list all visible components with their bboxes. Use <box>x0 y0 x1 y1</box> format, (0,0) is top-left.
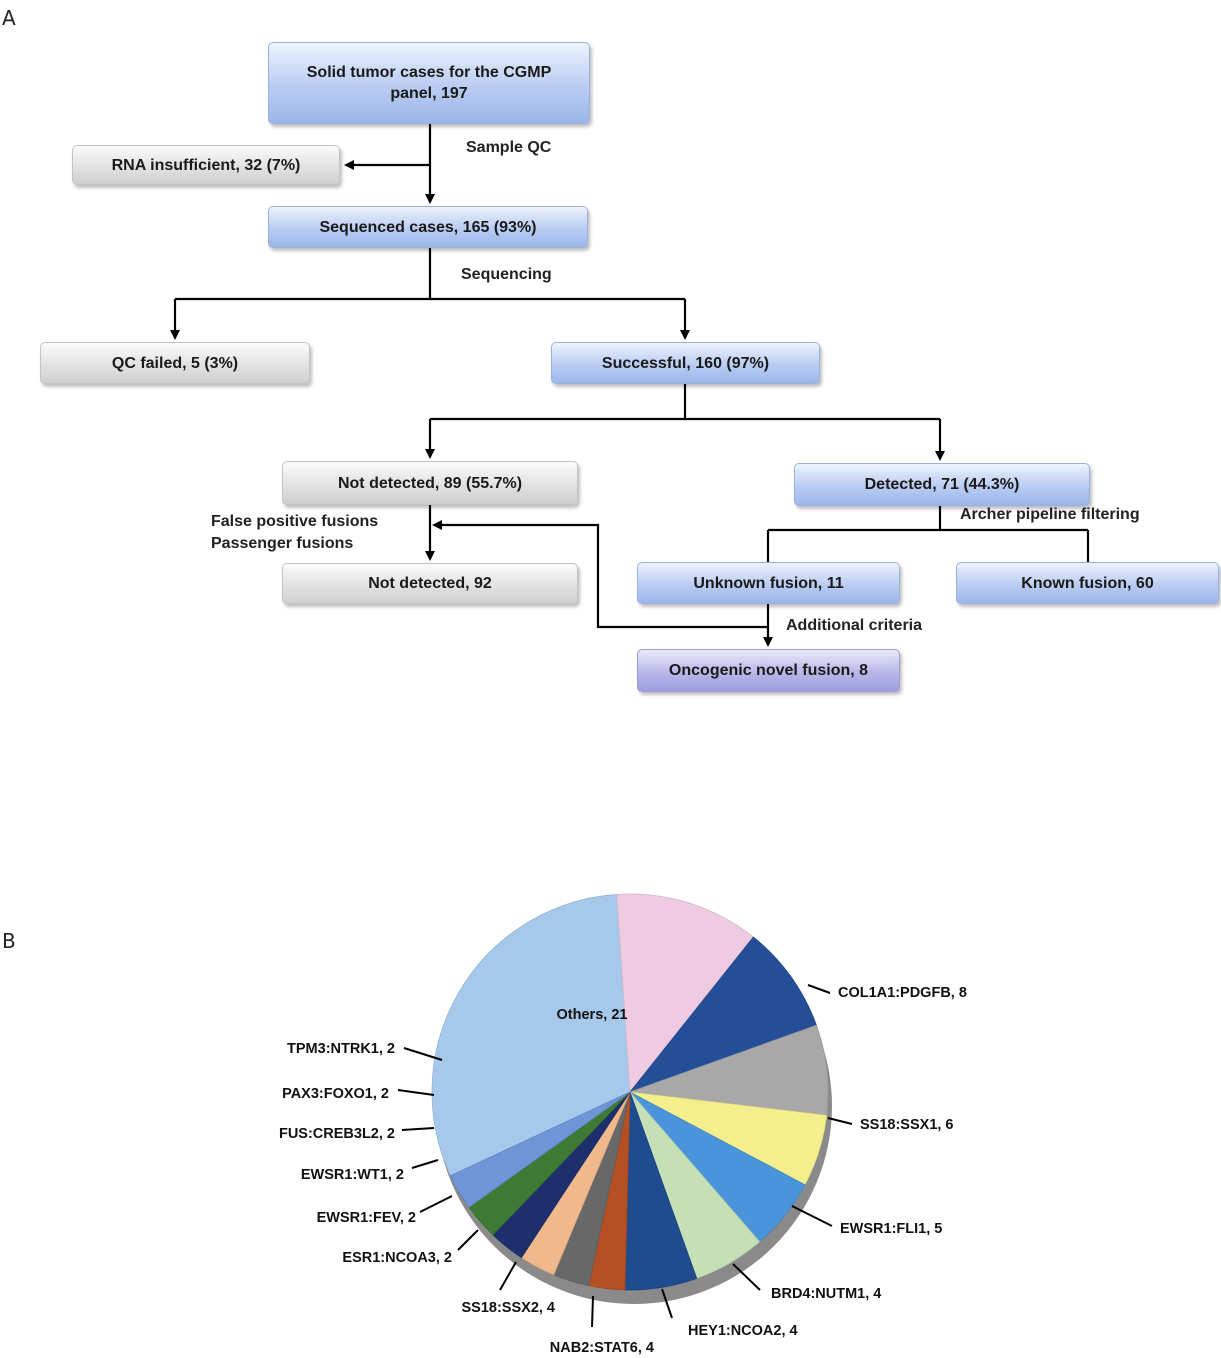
pie-leader-5 <box>732 1263 761 1291</box>
feedback-arrow-to-not-detected <box>432 520 768 629</box>
pie-leader-13 <box>397 1089 435 1096</box>
pie-label-6: HEY1:NCOA2, 4 <box>688 1323 798 1339</box>
pie-slice-2 <box>616 893 754 1094</box>
pie-label-5: BRD4:NUTM1, 4 <box>771 1286 881 1302</box>
pie-slice-14 <box>450 1091 631 1208</box>
box-not-detected-92: Not detected, 92 <box>282 563 578 604</box>
pie-leader-9 <box>457 1229 479 1251</box>
pie-label-10: EWSR1:FEV, 2 <box>317 1210 416 1226</box>
pie-leader-3 <box>827 1117 853 1125</box>
pie-label-9: ESR1:NCOA3, 2 <box>342 1250 452 1266</box>
pie-leader-2 <box>807 984 831 994</box>
panel-b-letter: B <box>2 929 16 953</box>
panel-a-letter: A <box>2 6 16 30</box>
label-sequencing: Sequencing <box>461 266 552 283</box>
pie-leader-6 <box>661 1288 673 1319</box>
pie-label-3: SS18:SSX1, 6 <box>860 1117 954 1133</box>
box-rna-insufficient: RNA insufficient, 32 (7%) <box>72 145 340 185</box>
pie-slice-1 <box>431 894 631 1177</box>
label-sample-qc: Sample QC <box>466 139 552 156</box>
pie-leader-4 <box>791 1205 833 1227</box>
pie-label-1: Others, 21 <box>557 1007 628 1023</box>
box-successful: Successful, 160 (97%) <box>551 342 820 384</box>
box-qc-failed: QC failed, 5 (3%) <box>40 342 310 384</box>
pie-leader-8 <box>499 1261 517 1291</box>
pie-label-2: COL1A1:PDGFB, 8 <box>838 985 967 1001</box>
pie-label-4: EWSR1:FLI1, 5 <box>840 1221 942 1237</box>
box-known-fusion: Known fusion, 60 <box>956 562 1219 604</box>
label-additional-criteria: Additional criteria <box>786 617 923 634</box>
pie-label-11: EWSR1:WT1, 2 <box>301 1167 404 1183</box>
pie-leader-11 <box>411 1159 439 1169</box>
label-archer-pipeline-filtering: Archer pipeline filtering <box>960 506 1140 523</box>
pie-label-14: TPM3:NTRK1, 2 <box>287 1041 395 1057</box>
box-oncogenic-novel-fusion: Oncogenic novel fusion, 8 <box>637 649 900 692</box>
box-unknown-fusion: Unknown fusion, 11 <box>637 562 900 604</box>
pie-leader-14 <box>403 1047 443 1061</box>
pie-leader-10 <box>419 1195 453 1213</box>
label-false-positive-fusions: False positive fusions <box>211 513 379 530</box>
pie-label-13: PAX3:FOXO1, 2 <box>282 1086 389 1102</box>
box-detected: Detected, 71 (44.3%) <box>794 463 1090 506</box>
box-solid-tumor-cases: Solid tumor cases for the CGMP panel, 19… <box>268 42 590 124</box>
pie-label-7: NAB2:STAT6, 4 <box>550 1340 654 1356</box>
pie-label-12: FUS:CREB3L2, 2 <box>279 1126 395 1142</box>
pie-leader-7 <box>591 1295 594 1328</box>
flowchart-connectors <box>170 124 1090 647</box>
pie-label-8: SS18:SSX2, 4 <box>462 1300 556 1316</box>
pie-slice-3 <box>628 936 817 1093</box>
label-passenger-fusions: Passenger fusions <box>211 535 354 552</box>
box-not-detected-89: Not detected, 89 (55.7%) <box>282 461 578 505</box>
box-sequenced-cases: Sequenced cases, 165 (93%) <box>268 206 588 248</box>
pie-leader-12 <box>401 1127 435 1131</box>
